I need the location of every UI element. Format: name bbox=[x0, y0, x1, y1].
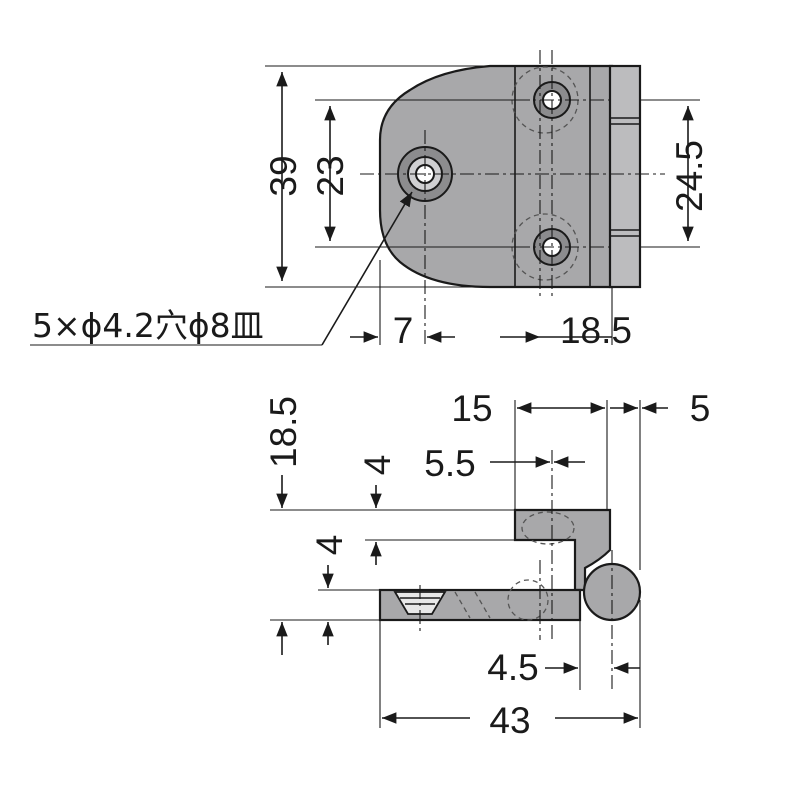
top-view: 39 23 24.5 7 18.5 5×ϕ4.2穴ϕ8皿 bbox=[30, 50, 710, 351]
dim-4-upper-label: 4 bbox=[357, 455, 398, 476]
dim-7-label: 7 bbox=[393, 310, 414, 351]
dim-23-label: 23 bbox=[310, 155, 351, 196]
dim-5-5-label: 5.5 bbox=[424, 443, 475, 484]
dim-39-label: 39 bbox=[263, 155, 304, 196]
dim-4-5-label: 4.5 bbox=[487, 647, 538, 688]
side-view: 18.5 4 4 15 5 5.5 4.5 bbox=[263, 388, 710, 741]
dim-18-5-side-label: 18.5 bbox=[263, 396, 304, 468]
dim-24-5-label: 24.5 bbox=[669, 140, 710, 212]
dim-18-5-top-label: 18.5 bbox=[560, 310, 632, 351]
dim-15-label: 15 bbox=[451, 388, 492, 429]
hinge-knuckle-strip bbox=[608, 64, 642, 289]
dim-43-label: 43 bbox=[489, 700, 530, 741]
hinge-upper-leaf bbox=[513, 508, 612, 592]
hole-note: 5×ϕ4.2穴ϕ8皿 bbox=[32, 306, 264, 345]
dim-4-lower-label: 4 bbox=[309, 535, 350, 556]
dim-5-label: 5 bbox=[690, 388, 711, 429]
